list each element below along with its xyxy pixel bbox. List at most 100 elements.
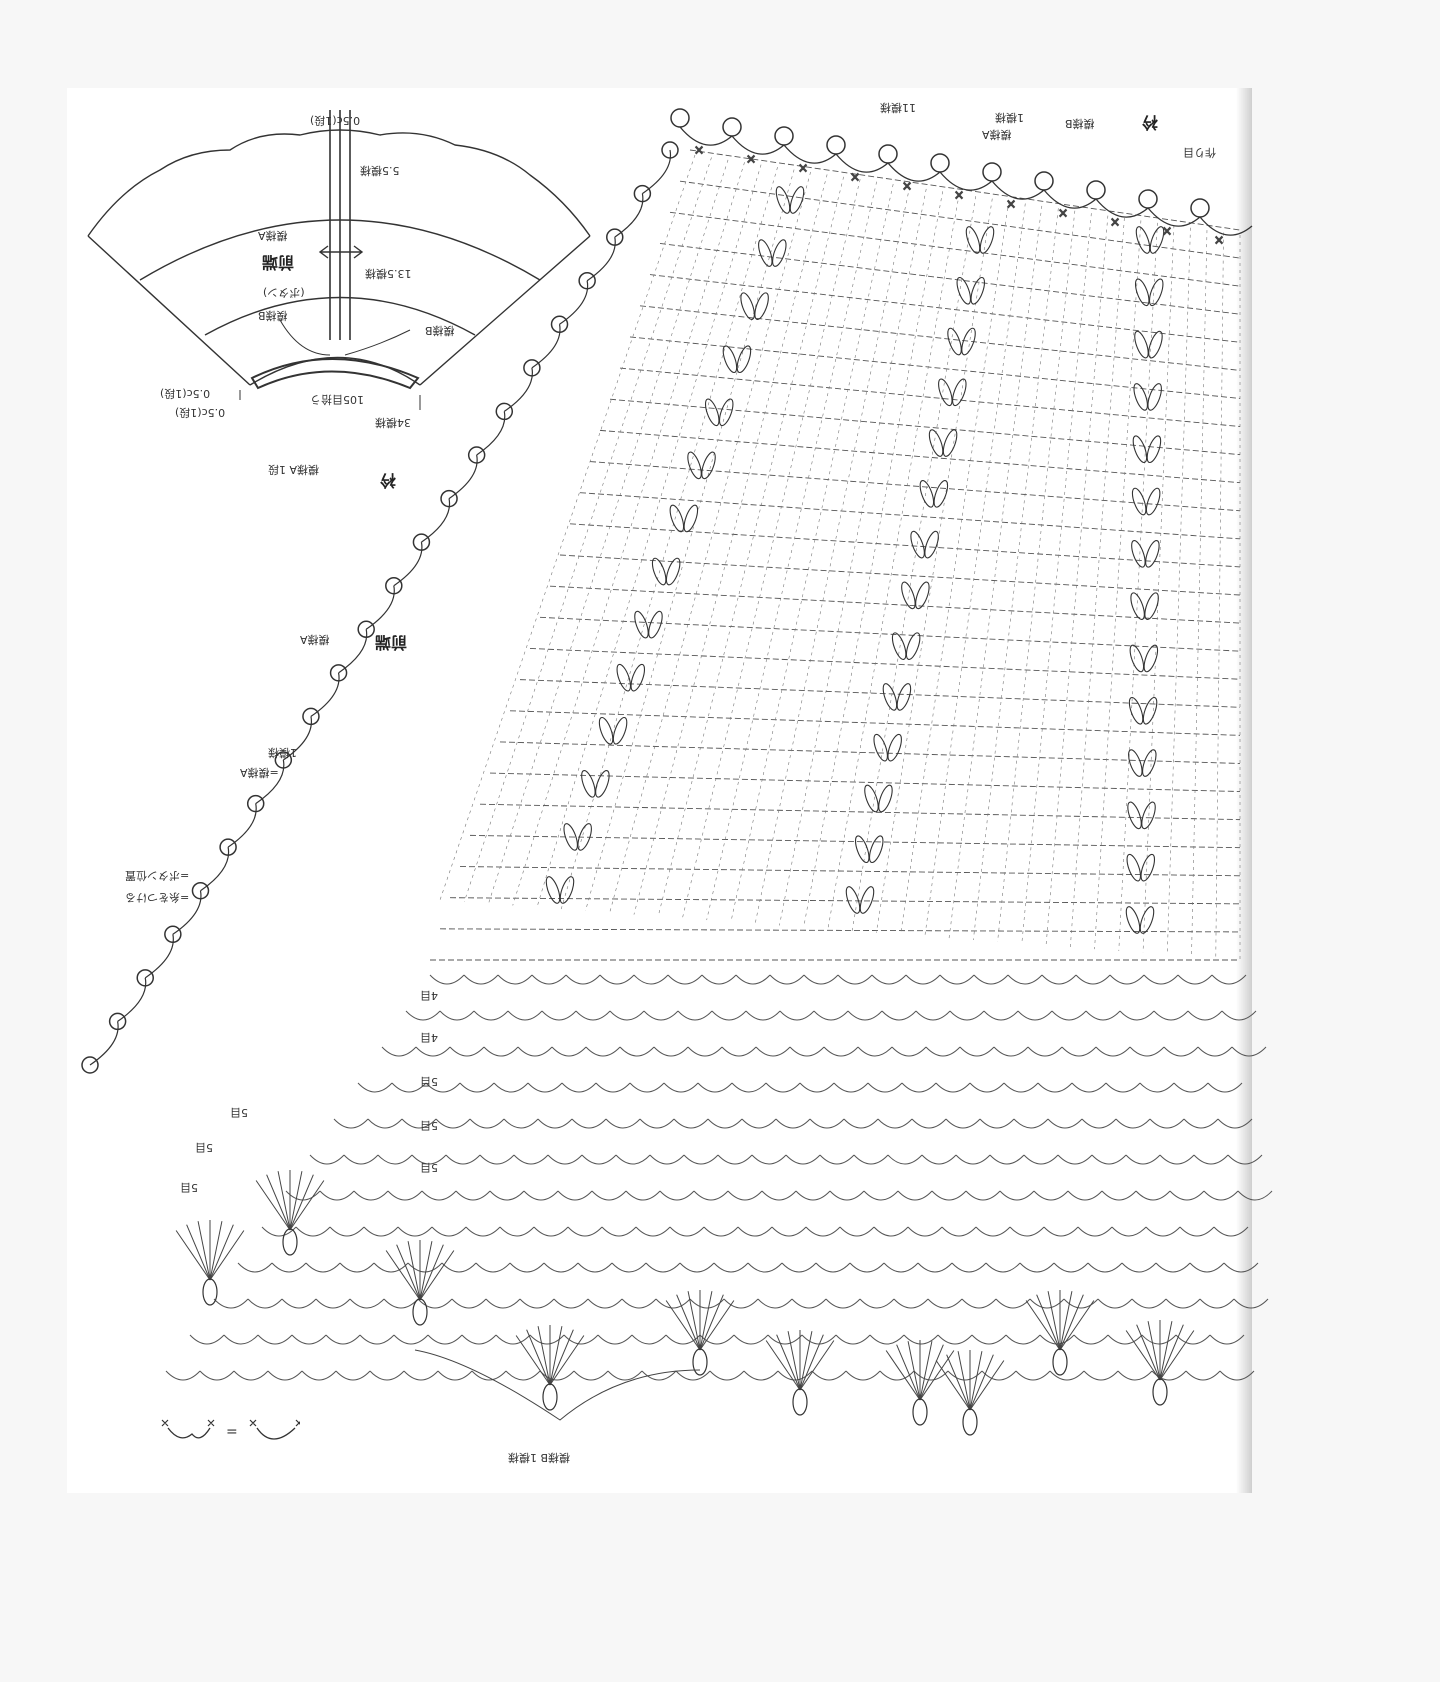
chain-loop — [991, 180, 1045, 200]
mesh-arc — [761, 1190, 797, 1201]
mesh-arc — [325, 1334, 361, 1345]
stitch-row-line — [649, 274, 1241, 343]
stitch-column-line — [439, 154, 696, 901]
leaf-cluster-stitch — [854, 835, 870, 864]
mesh-arc — [995, 1298, 1031, 1309]
mesh-arc — [439, 1010, 475, 1021]
leaf-cluster-stitch — [956, 276, 972, 305]
stitch-column-line — [803, 191, 944, 928]
mesh-arc — [703, 1226, 739, 1237]
fan-shell-stitch — [549, 1326, 563, 1386]
mesh-arc — [615, 1154, 651, 1165]
stitch-row-line — [439, 928, 1241, 933]
mesh-arc — [1231, 1046, 1267, 1057]
stitch-row-line — [549, 585, 1241, 624]
leaf-cluster-stitch — [1145, 487, 1161, 516]
mesh-arc — [527, 1082, 563, 1093]
mesh-arc — [1073, 1334, 1109, 1345]
mesh-arc — [403, 1370, 439, 1381]
mesh-arc — [721, 1046, 757, 1057]
stitch-column-line — [1215, 232, 1224, 959]
schem-pattern-b-right-label: 模様B — [425, 324, 455, 337]
stitch-row-line — [529, 648, 1241, 680]
chain-loop — [1095, 198, 1149, 218]
sc-stitch-mark: × — [1006, 197, 1016, 211]
mesh-arc — [575, 1010, 611, 1021]
mesh-arc — [1145, 1226, 1181, 1237]
leaf-cluster-stitch — [1131, 540, 1146, 568]
mesh-arc — [1105, 1082, 1141, 1093]
fan-shell-stitch — [289, 1180, 325, 1231]
mesh-arc — [1135, 1190, 1171, 1201]
picot-stitch — [722, 117, 742, 137]
fan-shell-stitch — [687, 1291, 701, 1351]
mesh-arc — [735, 974, 771, 985]
mesh-arc — [751, 1154, 787, 1165]
leaf-cluster-stitch — [1133, 383, 1148, 411]
mesh-arc — [1165, 1298, 1201, 1309]
mesh-arc — [893, 1298, 929, 1309]
mesh-arc — [537, 1118, 573, 1129]
fan-shell-stitch — [289, 1174, 314, 1231]
mesh-arc — [459, 1082, 495, 1093]
mesh-arc — [625, 1190, 661, 1201]
fan-shell-stitch — [787, 1331, 801, 1391]
mesh-arc — [1227, 1154, 1263, 1165]
chart-pattern-a-top-label: 模様A — [982, 128, 1012, 141]
stitch-column-line — [1045, 215, 1109, 946]
edge-chain — [117, 977, 147, 1022]
mesh-arc — [1063, 1298, 1099, 1309]
leaf-cluster-stitch — [1125, 906, 1141, 934]
fan-shell-stitch — [1136, 1324, 1161, 1381]
mesh-arc — [1237, 1190, 1273, 1201]
mesh-arc — [989, 1154, 1025, 1165]
leaf-cluster-stitch — [924, 530, 939, 559]
mesh-arc — [1087, 1262, 1123, 1273]
leaf-cluster-stitch — [1129, 644, 1145, 673]
mesh-arc — [551, 1046, 587, 1057]
mesh-arc — [319, 1190, 355, 1201]
leaf-cluster-stitch — [933, 480, 949, 508]
leaf-cluster-stitch — [1142, 749, 1157, 777]
stitch-column-line — [633, 174, 828, 915]
mesh-arc — [849, 1262, 885, 1273]
mesh-arc — [731, 1082, 767, 1093]
mesh-arc — [567, 1226, 603, 1237]
fan-shell-stitch — [255, 1180, 291, 1231]
mesh-arc — [823, 1046, 859, 1057]
leaf-cluster-stitch — [901, 581, 916, 610]
schem-rib-length-label: 5.5模様 — [360, 164, 400, 177]
fan-shell-stitch — [526, 1329, 551, 1386]
stitch-column-line — [924, 203, 1026, 937]
fan-shell-stitch — [175, 1230, 211, 1281]
mesh-arc — [611, 1262, 647, 1273]
fan-shell-stitch — [957, 1351, 971, 1411]
mesh-arc — [541, 1010, 577, 1021]
stitch-row-line — [639, 305, 1241, 371]
mesh-arc — [1051, 1010, 1087, 1021]
fan-shell-stitch — [396, 1244, 421, 1301]
mesh-arc — [339, 1262, 375, 1273]
fan-shell-stitch — [896, 1344, 921, 1401]
schem-top-rib-label: 0.5c(1段) — [310, 114, 361, 127]
mesh-arc — [621, 1298, 657, 1309]
leaf-cluster-stitch — [947, 327, 962, 356]
fan-base-cluster — [282, 1228, 298, 1256]
mesh-arc — [237, 1262, 273, 1273]
mesh-arc — [1017, 1010, 1053, 1021]
mesh-arc — [425, 1082, 461, 1093]
mesh-arc — [847, 1010, 883, 1021]
chart-pattern-a-label: 模様A — [300, 633, 330, 646]
mesh-arc — [405, 1010, 441, 1021]
mesh-arc — [1015, 1370, 1051, 1381]
mesh-arc — [791, 1298, 827, 1309]
mesh-arc — [879, 1370, 915, 1381]
schem-repeat-label: 34模様 — [375, 416, 411, 429]
mesh-arc — [937, 1334, 973, 1345]
mesh-arc — [833, 1082, 869, 1093]
sc-stitch-mark: × — [850, 170, 860, 184]
mesh-arc — [499, 1226, 535, 1237]
edge-chain — [338, 629, 368, 674]
stitch-column-line — [488, 159, 729, 904]
